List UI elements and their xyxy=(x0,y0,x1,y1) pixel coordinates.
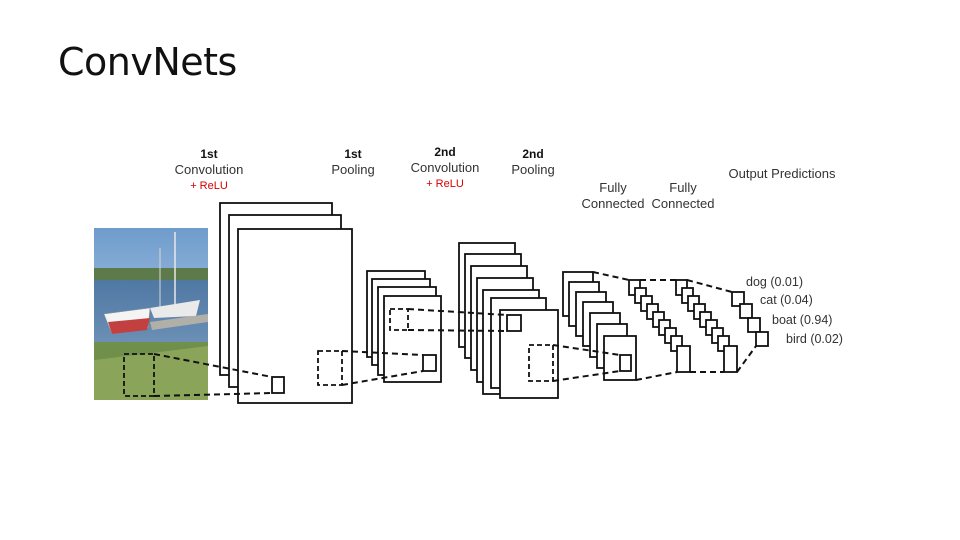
stage-label-output: Output Predictions xyxy=(726,166,838,182)
stage-ordinal: 1st xyxy=(344,147,362,161)
stage-ordinal: 2nd xyxy=(522,147,544,161)
stage-name: Pooling xyxy=(511,162,555,177)
stage-name: Pooling xyxy=(331,162,375,177)
prediction-dog: dog (0.01) xyxy=(746,275,803,289)
stage-ordinal: 2nd xyxy=(434,145,456,159)
pool2-feature-maps xyxy=(490,297,559,399)
prediction-bird: bird (0.02) xyxy=(786,332,843,346)
pool1-feature-maps xyxy=(366,270,442,383)
prediction-labels: dog (0.01) cat (0.04) boat (0.94) bird (… xyxy=(746,275,843,346)
stage-name: Fully Connected xyxy=(651,180,715,211)
stage-relu-note: + ReLU xyxy=(426,178,464,190)
stage-label-pool2: 2nd Pooling xyxy=(498,146,568,178)
projection-lines xyxy=(153,271,757,397)
stage-name: Output Predictions xyxy=(728,166,836,181)
stage-label-fc2: Fully Connected xyxy=(648,164,718,212)
output-neurons xyxy=(731,291,769,347)
stage-name: Convolution xyxy=(410,160,480,175)
fc3-neurons xyxy=(675,279,738,373)
stage-label-pool1: 1st Pooling xyxy=(318,146,388,178)
stage-relu-note: + ReLU xyxy=(190,180,228,192)
fc2-neurons xyxy=(628,279,691,373)
stage-label-conv2: 2nd Convolution + ReLU xyxy=(404,144,486,192)
conv1-feature-maps xyxy=(219,202,353,404)
stage-ordinal: 1st xyxy=(200,147,218,161)
stage-name: Fully Connected xyxy=(581,180,645,211)
prediction-cat: cat (0.04) xyxy=(760,293,813,307)
stage-label-conv1: 1st Convolution + ReLU xyxy=(168,146,250,194)
prediction-boat: boat (0.94) xyxy=(772,313,832,327)
input-image xyxy=(94,228,208,400)
stage-name: Convolution xyxy=(174,162,244,177)
receptive-field-boxes xyxy=(123,308,632,397)
slide-title: ConvNets xyxy=(58,40,237,84)
stage-label-fc1: Fully Connected xyxy=(578,164,648,212)
fc1-cascade xyxy=(562,271,637,381)
